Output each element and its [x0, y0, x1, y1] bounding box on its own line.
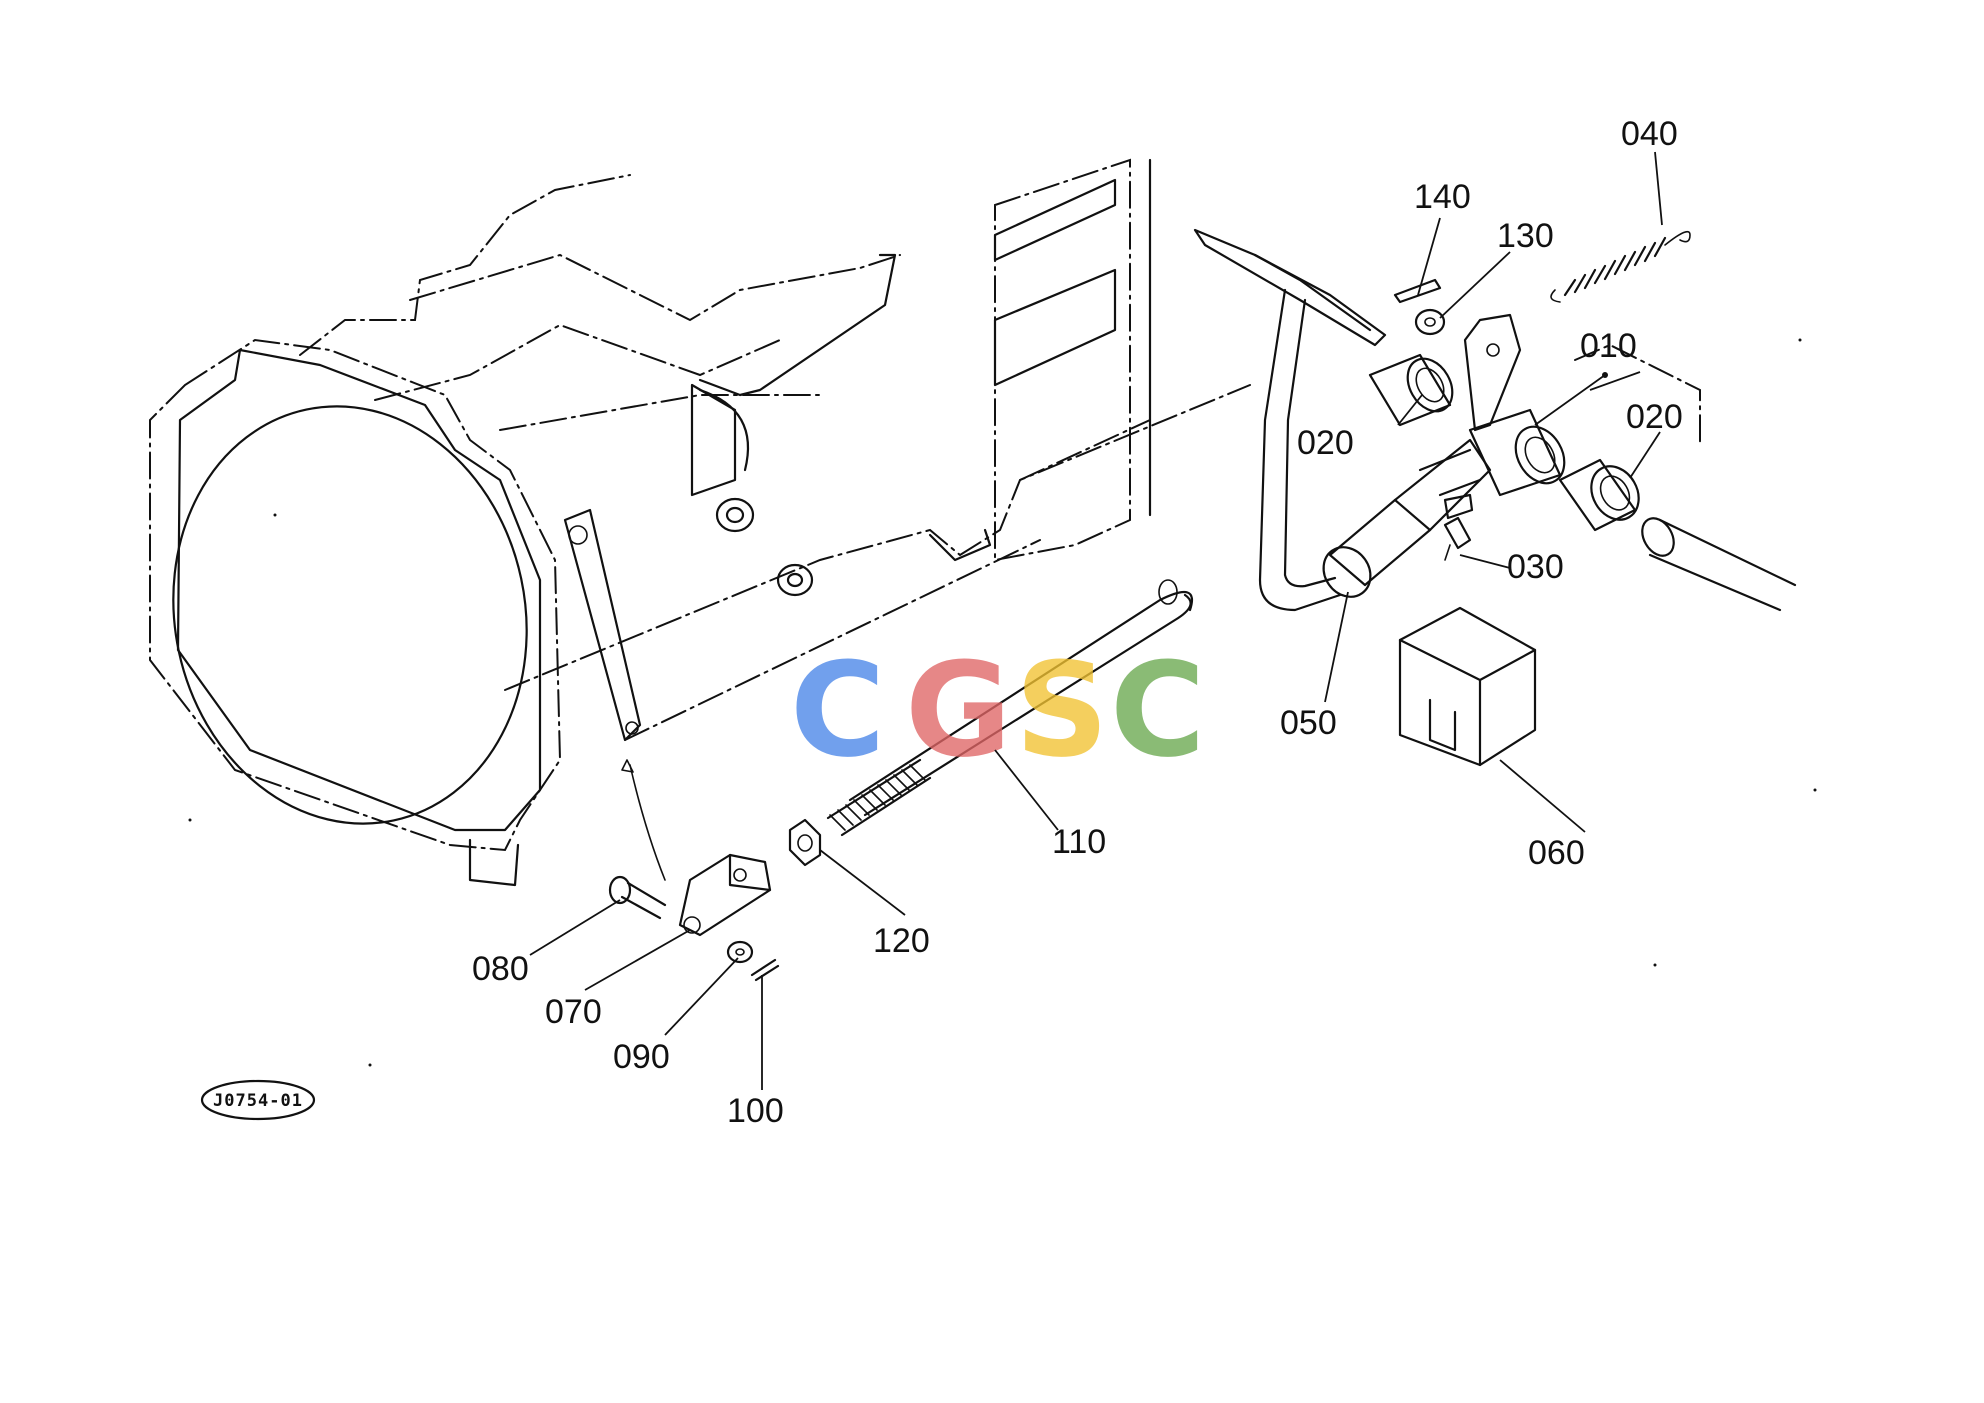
reference-code: J0754-01 [213, 1091, 303, 1111]
watermark-letter-g: G [905, 634, 1012, 786]
label-part-060: 060 [1528, 834, 1585, 872]
label-part-140: 140 [1414, 178, 1471, 216]
label-part-050: 050 [1280, 704, 1337, 742]
watermark-letter-s: S [1015, 634, 1109, 786]
reference-badge: J0754-01 [200, 1079, 316, 1121]
label-part-020-right: 020 [1626, 398, 1683, 436]
label-part-090: 090 [613, 1038, 670, 1076]
rod-assembly [608, 579, 1193, 982]
watermark-letter-c1: C [790, 634, 885, 786]
label-part-070: 070 [545, 993, 602, 1031]
watermark: C G S C [790, 634, 1205, 786]
watermark-letter-c2: C [1110, 634, 1205, 786]
scan-specks [188, 338, 1817, 1067]
transmission-housing [149, 158, 1251, 887]
label-part-110: 110 [1052, 823, 1106, 861]
label-part-080: 080 [472, 950, 529, 988]
pedal-assembly [1193, 228, 1797, 767]
label-part-040: 040 [1621, 115, 1678, 153]
leader-lines [529, 151, 1663, 1090]
label-part-100: 100 [727, 1092, 784, 1130]
label-part-120: 120 [873, 922, 930, 960]
label-part-020-left: 020 [1297, 424, 1354, 462]
label-part-010: 010 [1580, 327, 1637, 365]
part-labels: 010 020 020 030 040 050 060 070 080 090 … [472, 115, 1683, 1130]
label-part-030: 030 [1507, 548, 1564, 586]
return-spring [1550, 230, 1691, 303]
label-part-130: 130 [1497, 217, 1554, 255]
